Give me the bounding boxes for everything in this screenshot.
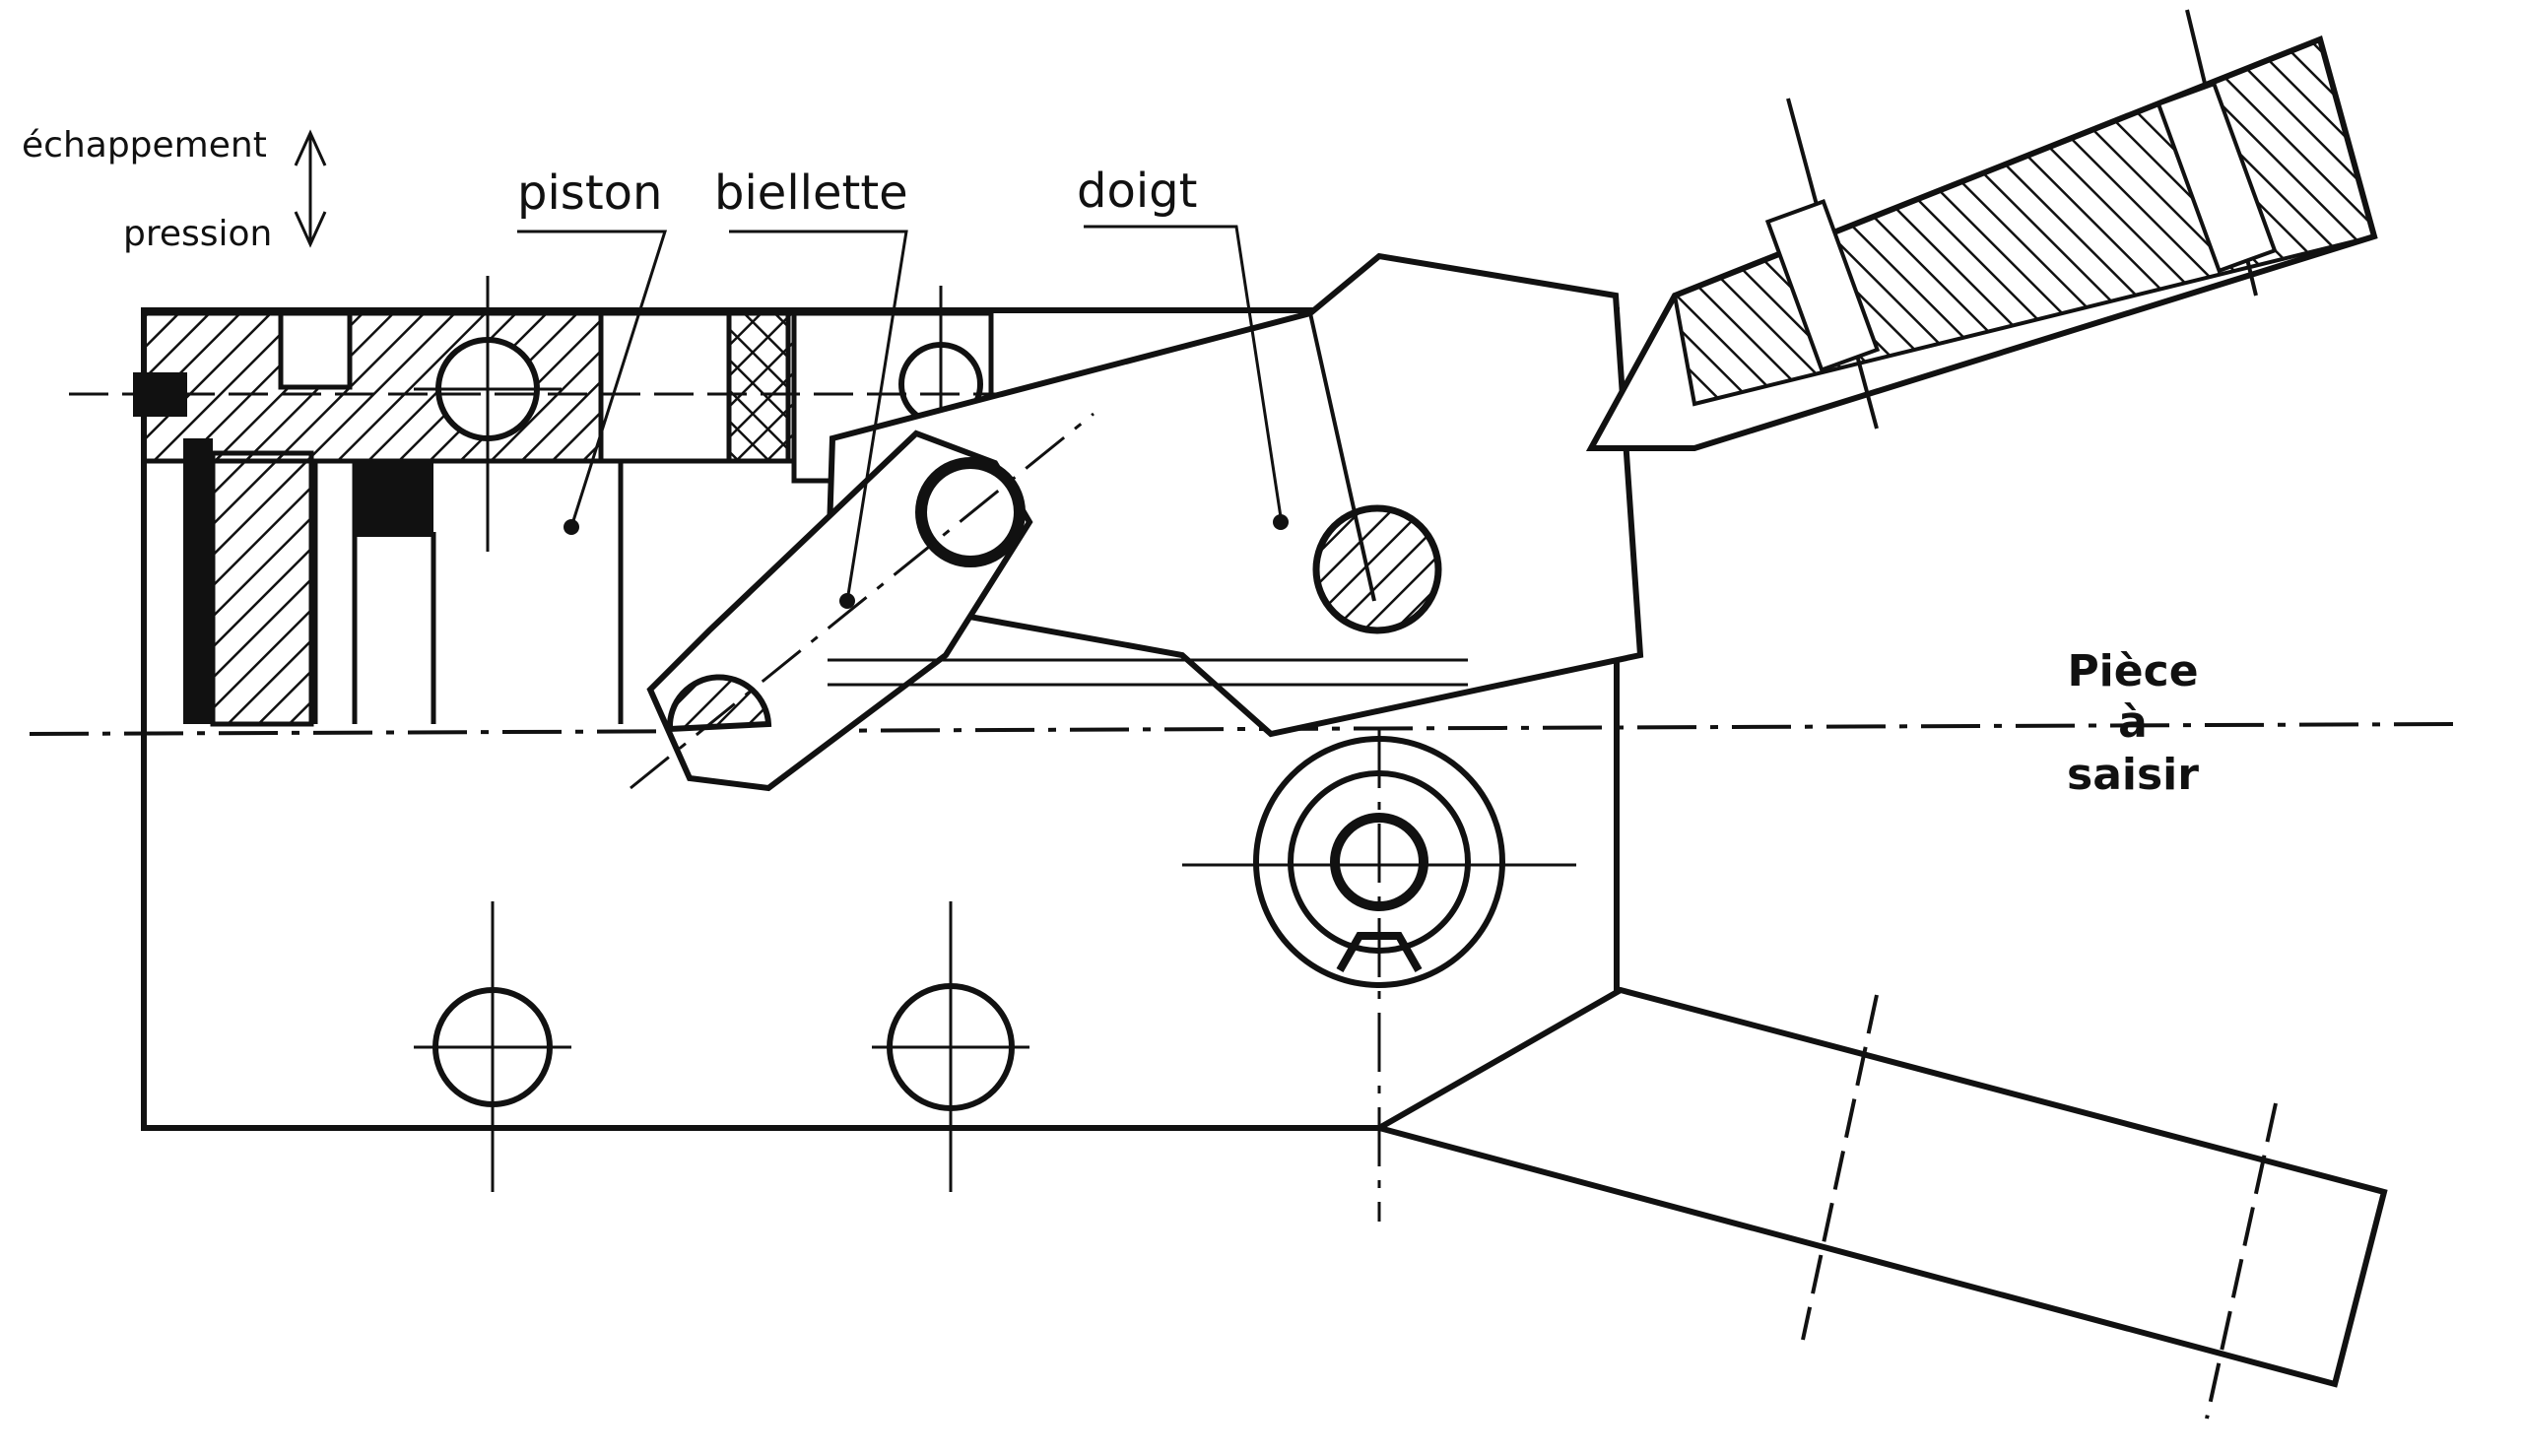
piece-label-line1: Pièce — [2067, 646, 2199, 696]
pression-label: pression — [123, 214, 273, 254]
main-body — [141, 307, 1620, 1131]
piece-label-line2: à — [2118, 697, 2148, 748]
piston-bore — [183, 438, 624, 727]
double-arrow-icon — [294, 129, 327, 248]
leader-lines — [517, 225, 1283, 602]
doigt-lever — [824, 252, 1644, 738]
spring — [828, 658, 1468, 687]
piston-label: piston — [517, 165, 663, 221]
doigt-label: doigt — [1077, 164, 1198, 219]
top-hole-left — [414, 276, 562, 552]
lower-handle — [1371, 986, 2388, 1420]
biellette-link — [630, 412, 1095, 792]
echappement-label: échappement — [22, 125, 267, 165]
bottom-hole-right — [872, 901, 1029, 1192]
biellette-label: biellette — [714, 165, 908, 221]
upper-handle — [1585, 9, 2378, 451]
doigt-pivot-pin — [1312, 504, 1442, 634]
part-axis-line — [29, 722, 2464, 736]
bottom-hole-left — [414, 901, 571, 1192]
shaft-bushing — [1182, 729, 1576, 1222]
piece-label-line3: saisir — [2067, 750, 2199, 800]
